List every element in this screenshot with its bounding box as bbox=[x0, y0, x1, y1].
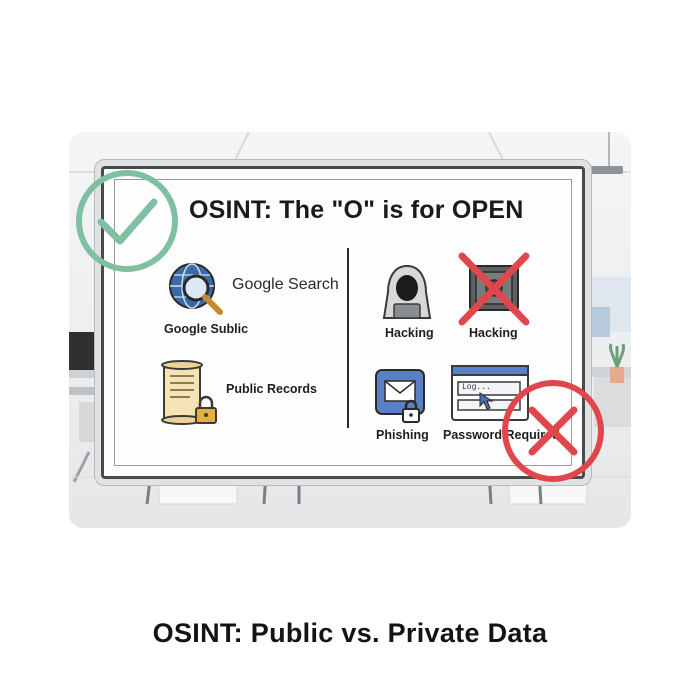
password-required-label: Password Required bbox=[443, 428, 560, 442]
login-box-text: Log... bbox=[462, 383, 491, 392]
whiteboard-inner-frame bbox=[114, 179, 572, 466]
check-icon bbox=[76, 170, 178, 272]
envelope-lock-icon bbox=[375, 369, 425, 423]
whiteboard bbox=[101, 166, 585, 479]
public-records-label: Public Records bbox=[226, 382, 317, 396]
safe-crossed-icon bbox=[458, 252, 530, 326]
google-sublic-label: Google Sublic bbox=[164, 322, 249, 336]
phishing-label: Phishing bbox=[376, 428, 429, 442]
board-title: OSINT: The "O" is for OPEN bbox=[189, 196, 524, 224]
caption-title: OSINT: Public vs. Private Data bbox=[152, 618, 548, 648]
board-divider bbox=[347, 248, 349, 428]
cross-circle-icon bbox=[502, 380, 604, 482]
hacking-label-1: Hacking bbox=[385, 326, 434, 340]
hacker-icon bbox=[382, 264, 432, 319]
hacking-label-2: Hacking bbox=[469, 326, 518, 340]
globe-magnifier-icon bbox=[169, 263, 223, 315]
google-search-label: Google Search bbox=[232, 276, 339, 293]
scroll-lock-icon bbox=[161, 360, 217, 425]
